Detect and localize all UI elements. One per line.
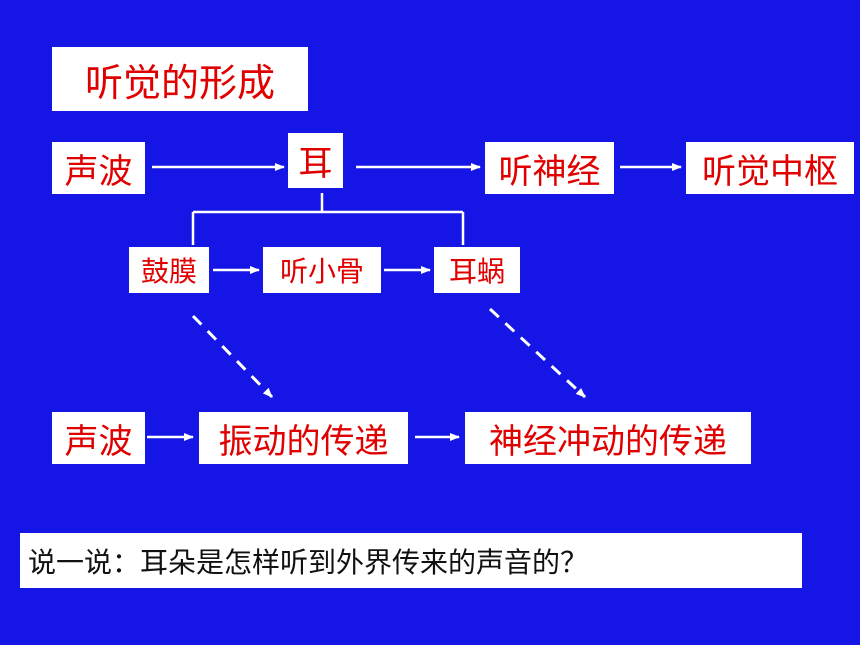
page-title: 听觉的形成 <box>52 47 308 111</box>
ear-bracket <box>191 193 465 245</box>
node-cochlea: 耳蜗 <box>434 247 520 293</box>
node-auditory-nerve: 听神经 <box>485 142 614 194</box>
node-eardrum: 鼓膜 <box>129 247 209 293</box>
node-auditory-center: 听觉中枢 <box>686 142 854 194</box>
dashed-arrow-eardrum-to-vibration <box>191 314 274 399</box>
node-nerve-impulse-transfer: 神经冲动的传递 <box>465 412 751 464</box>
node-sound-wave-top: 声波 <box>52 142 145 194</box>
dashed-arrow-cochlea-to-impulse <box>488 307 587 399</box>
node-ossicles: 听小骨 <box>263 247 381 293</box>
discussion-question: 说一说：耳朵是怎样听到外界传来的声音的？ <box>20 533 802 588</box>
node-sound-wave-bottom: 声波 <box>52 412 145 464</box>
node-ear: 耳 <box>288 133 343 188</box>
node-vibration-transfer: 振动的传递 <box>199 412 408 464</box>
